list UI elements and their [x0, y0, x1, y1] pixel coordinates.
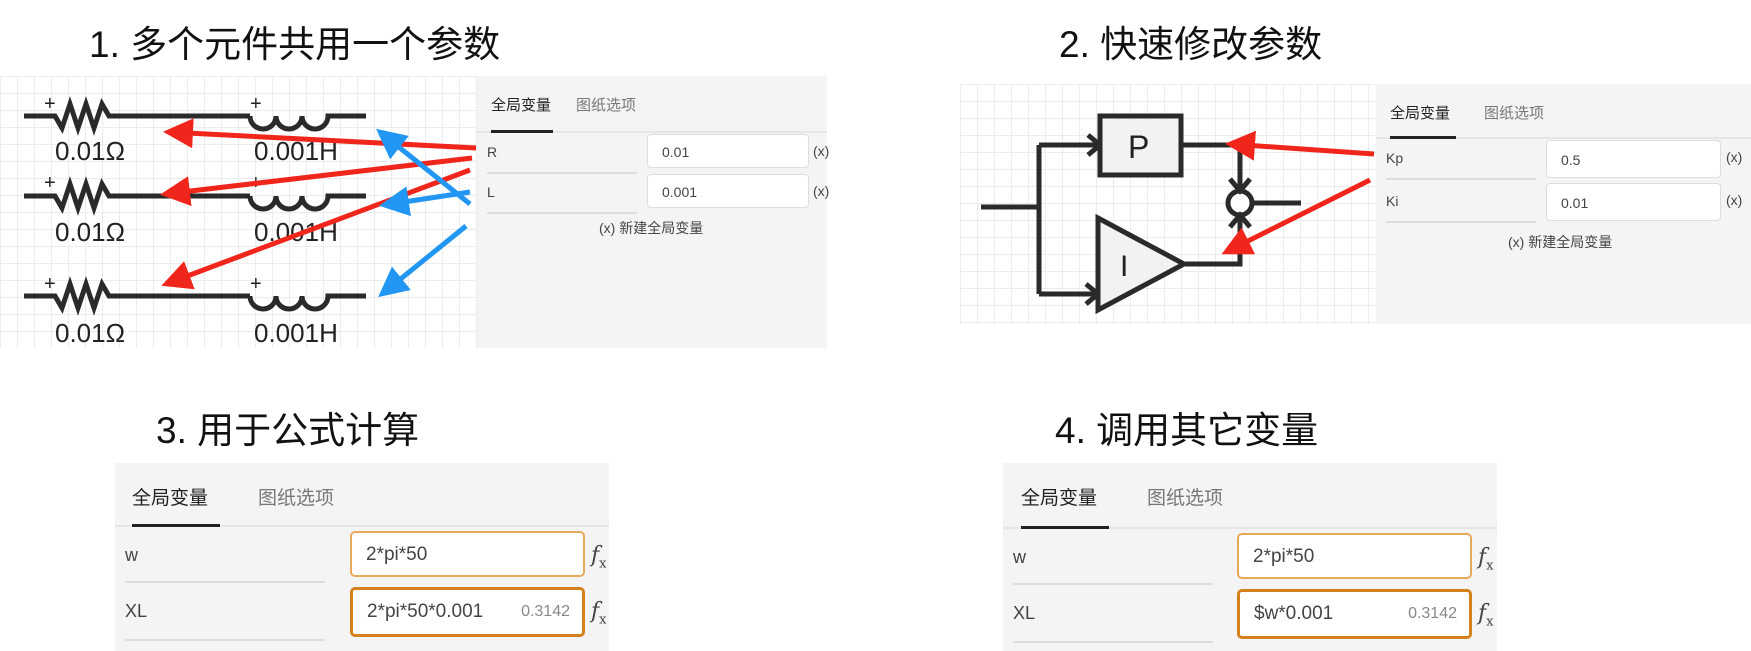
var-row-ki: Ki 0.01 (x)	[1386, 183, 1751, 223]
p-block-label: P	[1128, 129, 1149, 165]
var-name: XL	[1013, 603, 1036, 623]
title-1: 1. 多个元件共用一个参数	[89, 24, 501, 65]
active-tab-underline	[132, 524, 220, 527]
var-value-input[interactable]: 0.001	[647, 174, 809, 208]
canvas-2[interactable]: P I	[960, 84, 1376, 324]
variable-icon-button[interactable]: (x)	[1726, 192, 1743, 208]
plus-sign: +	[44, 172, 56, 194]
active-tab-underline	[1021, 526, 1109, 529]
var-name: w	[125, 545, 138, 565]
global-var-panel-1: 全局变量 图纸选项 R 0.01 (x) L 0.001 (x) (x) 新建全…	[477, 76, 830, 348]
formula-text: $w*0.001	[1254, 603, 1334, 624]
function-icon-button[interactable]: fx	[591, 543, 607, 572]
inductor-label: 0.001H	[254, 318, 338, 348]
var-value-input[interactable]: 0.01	[647, 134, 809, 168]
resistor-symbol	[24, 276, 250, 316]
var-formula-input[interactable]: $w*0.001 0.3142	[1237, 589, 1472, 639]
plus-sign: +	[44, 273, 56, 295]
title-2: 2. 快速修改参数	[1059, 24, 1323, 65]
var-name: R	[487, 144, 498, 160]
var-formula-input[interactable]: 2*pi*50	[350, 531, 585, 577]
tab-global-vars[interactable]: 全局变量	[132, 488, 209, 509]
resistor-symbol	[24, 96, 250, 136]
var-value-input[interactable]: 0.5	[1546, 140, 1721, 178]
tab-bar: 全局变量 图纸选项	[477, 76, 827, 133]
global-var-panel-4: 全局变量 图纸选项 w 2*pi*50 fx XL $w*0.001 0.3142…	[1003, 463, 1497, 651]
var-name: Ki	[1386, 193, 1399, 209]
resistor-label: 0.01Ω	[55, 136, 125, 166]
tab-global-vars[interactable]: 全局变量	[491, 97, 552, 114]
tab-global-vars[interactable]: 全局变量	[1390, 105, 1451, 122]
new-global-var-button[interactable]: (x) 新建全局变量	[599, 218, 703, 238]
variable-icon-button[interactable]: (x)	[813, 143, 830, 159]
title-3: 3. 用于公式计算	[156, 410, 420, 451]
red-arrows	[1221, 130, 1375, 255]
active-tab-underline	[491, 130, 553, 133]
tab-sheet-options[interactable]: 图纸选项	[258, 488, 335, 509]
plus-sign: +	[250, 93, 262, 115]
variable-icon: (x)	[599, 220, 616, 236]
active-tab-underline	[1390, 136, 1456, 139]
variable-icon-button[interactable]: (x)	[1726, 149, 1743, 165]
resistor-label: 0.01Ω	[55, 318, 125, 348]
tab-sheet-options[interactable]: 图纸选项	[1484, 105, 1545, 122]
formula-result: 0.3142	[521, 603, 570, 620]
var-formula-input[interactable]: 2*pi*50*0.001 0.3142	[350, 587, 585, 637]
inductor-symbol	[247, 193, 366, 212]
function-icon-button[interactable]: fx	[1478, 545, 1494, 574]
title-4: 4. 调用其它变量	[1055, 410, 1319, 451]
plus-sign: +	[44, 93, 56, 115]
var-row-w: w 2*pi*50 fx	[125, 531, 609, 583]
global-var-panel-2: 全局变量 图纸选项 Kp 0.5 (x) Ki 0.01 (x) (x) 新建全…	[1376, 84, 1751, 324]
var-row-xl: XL $w*0.001 0.3142 fx	[1013, 589, 1497, 643]
formula-text: 2*pi*50*0.001	[367, 601, 484, 622]
resistor-symbol	[24, 176, 250, 216]
formula-text: 2*pi*50	[366, 544, 428, 565]
formula-result: 0.3142	[1408, 605, 1457, 622]
tab-bar: 全局变量 图纸选项	[1003, 463, 1497, 529]
variable-icon: (x)	[1508, 234, 1525, 250]
function-icon-button[interactable]: fx	[591, 599, 607, 628]
var-row-w: w 2*pi*50 fx	[1013, 533, 1497, 585]
tab-bar: 全局变量 图纸选项	[115, 463, 609, 527]
inductor-symbol	[247, 113, 366, 132]
tab-sheet-options[interactable]: 图纸选项	[1147, 488, 1224, 509]
global-var-panel-3: 全局变量 图纸选项 w 2*pi*50 fx XL 2*pi*50*0.001 0…	[115, 463, 609, 651]
var-name: L	[487, 184, 495, 200]
circuit-2: P I	[981, 113, 1375, 315]
formula-text: 2*pi*50	[1253, 546, 1315, 567]
var-row-xl: XL 2*pi*50*0.001 0.3142 fx	[125, 587, 609, 641]
variable-icon-button[interactable]: (x)	[813, 183, 830, 199]
resistor-label: 0.01Ω	[55, 217, 125, 247]
var-name: w	[1013, 547, 1026, 567]
var-row-kp: Kp 0.5 (x)	[1386, 140, 1751, 180]
var-name: XL	[125, 601, 148, 621]
i-block-label: I	[1120, 250, 1128, 283]
plus-sign: +	[250, 273, 262, 295]
new-var-label: 新建全局变量	[619, 220, 704, 236]
inductor-label: 0.001H	[254, 217, 338, 247]
circuit-1: + + + + + + 0.01Ω 0.001H 0.01Ω 0.001H 0.…	[24, 93, 477, 348]
blue-arrows	[376, 128, 472, 298]
var-row-r: R 0.01 (x)	[487, 134, 830, 174]
new-var-label: 新建全局变量	[1528, 234, 1613, 250]
tab-bar: 全局变量 图纸选项	[1376, 84, 1751, 139]
var-formula-input[interactable]: 2*pi*50	[1237, 533, 1472, 579]
tab-global-vars[interactable]: 全局变量	[1021, 488, 1098, 509]
var-row-l: L 0.001 (x)	[487, 174, 830, 214]
inductor-symbol	[247, 293, 366, 312]
new-global-var-button[interactable]: (x) 新建全局变量	[1508, 232, 1612, 252]
canvas-1[interactable]: + + + + + + 0.01Ω 0.001H 0.01Ω 0.001H 0.…	[0, 76, 477, 348]
tab-sheet-options[interactable]: 图纸选项	[576, 97, 637, 114]
var-value-input[interactable]: 0.01	[1546, 183, 1721, 221]
var-name: Kp	[1386, 150, 1404, 166]
function-icon-button[interactable]: fx	[1478, 601, 1494, 630]
